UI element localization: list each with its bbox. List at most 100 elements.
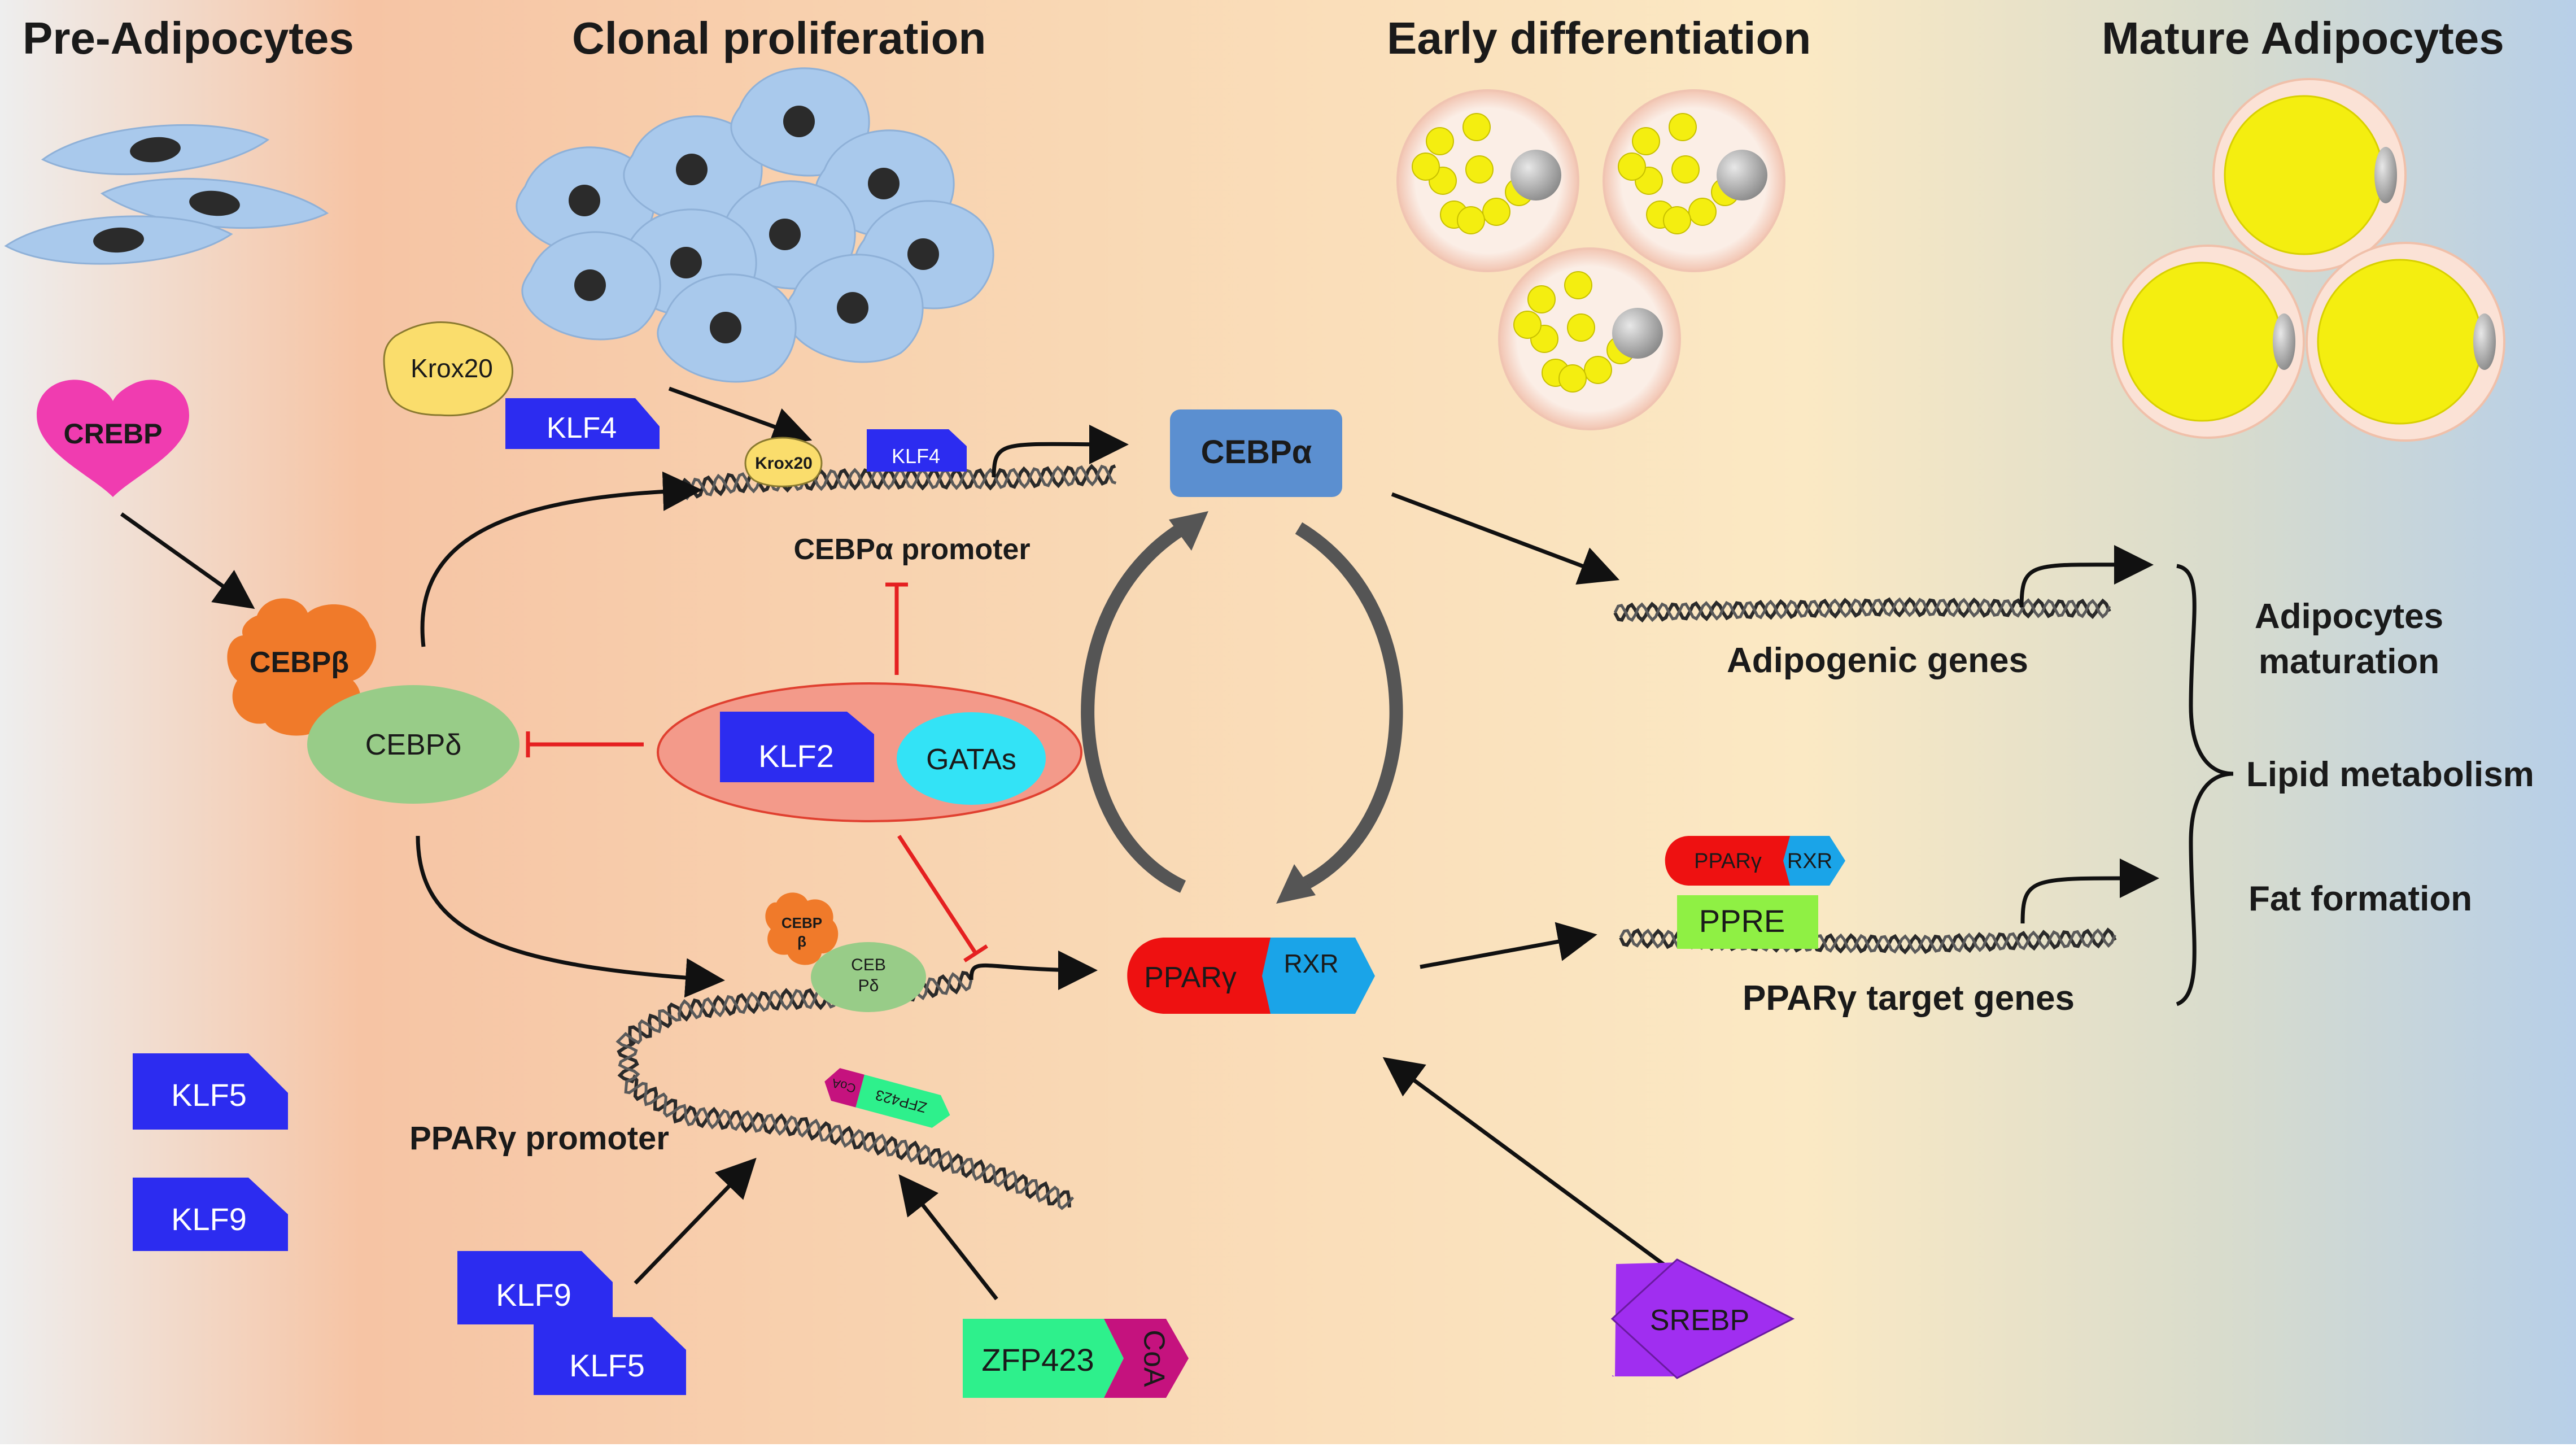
early-differentiation-cell xyxy=(1396,89,1579,272)
ppre-label: PPRE xyxy=(1699,903,1785,939)
srebp-diamond xyxy=(1610,1258,1795,1379)
activation-arrows xyxy=(120,386,2159,1301)
coa-shape xyxy=(1104,1319,1189,1398)
outcome-bracket xyxy=(2176,564,2234,1006)
cycle-arc-right xyxy=(1295,522,1403,893)
klf9-bottom-label: KLF9 xyxy=(496,1277,571,1313)
klf4-bound-label: KLF4 xyxy=(892,444,940,468)
nucleus xyxy=(130,137,181,163)
rxr-label: RXR xyxy=(1283,949,1338,978)
early-differentiation-cell xyxy=(1603,89,1785,272)
nucleus xyxy=(710,312,741,343)
proliferating-cell xyxy=(784,254,924,363)
nucleus xyxy=(2473,313,2496,370)
arrow-cebp-to-ppary-promoter xyxy=(416,835,725,998)
lipid-droplet xyxy=(1663,206,1691,234)
lipid-droplet xyxy=(1457,206,1485,234)
lipid-droplet xyxy=(1558,364,1587,393)
klf2-shape xyxy=(720,712,874,782)
cebpa-promoter-dna xyxy=(667,464,1117,501)
rxr-bound-label: RXR xyxy=(1787,849,1832,873)
lipid-droplet xyxy=(1527,285,1556,313)
proliferating-cell xyxy=(623,115,763,225)
klf2-label: KLF2 xyxy=(758,738,834,774)
nucleus xyxy=(670,247,702,278)
arrow-krox20-klf4-to-promoter xyxy=(668,386,813,446)
arrow-crebp-to-cebpb xyxy=(120,512,255,609)
ppary-bound-shape xyxy=(1665,836,1798,886)
arrow-target-transcription xyxy=(2020,858,2159,924)
pre-adipocyte-cell xyxy=(41,124,270,176)
nucleus xyxy=(2374,147,2397,203)
cebpd-oval xyxy=(307,685,519,804)
nucleus xyxy=(1717,150,1767,201)
klf9-left-node: KLF9 xyxy=(133,1178,288,1251)
mature-adipocyte-cell xyxy=(2212,78,2407,272)
ppary-promoter-binders: CEBP β CEB Pδ xyxy=(765,892,926,1012)
cebpd-small-oval xyxy=(811,942,926,1012)
gatas-oval xyxy=(897,712,1046,805)
nucleus xyxy=(1612,308,1663,359)
lipid-droplet xyxy=(1564,271,1592,299)
ppary-rxr-ppre-complex: PPARγ RXR PPRE xyxy=(1665,836,1845,949)
klf9-bottom-shape xyxy=(457,1251,613,1324)
klf5-left-shape xyxy=(133,1053,288,1130)
cebpb-node: CEBPβ xyxy=(227,598,377,736)
klf5-left-node: KLF5 xyxy=(133,1053,288,1130)
cycle-arc-left xyxy=(1081,522,1187,893)
arrow-klf9-klf5-to-promoter xyxy=(634,1157,757,1285)
mature-adipocyte-cells xyxy=(2111,78,2505,442)
zfp423-coa-node: ZFP423 CoA xyxy=(963,1319,1189,1398)
cebpd-small-label-1: CEB xyxy=(851,956,886,974)
klf4-node: KLF4 xyxy=(505,398,660,449)
outcome-adipocytes-maturation-line2: maturation xyxy=(2259,642,2439,681)
cebpd-node: CEBPδ xyxy=(307,685,519,804)
outcome-fat-formation: Fat formation xyxy=(2248,879,2472,918)
klf5-bottom-shape xyxy=(534,1317,686,1395)
stage-header-pre-adipocytes: Pre-Adipocytes xyxy=(23,13,354,63)
ppary-target-genes-label: PPARγ target genes xyxy=(1743,979,2075,1018)
pre-adipocyte-cells xyxy=(4,124,329,265)
crebp-label: CREBP xyxy=(63,418,162,450)
cebpb-label: CEBPβ xyxy=(250,646,349,679)
lipid-droplet xyxy=(1584,356,1612,384)
proliferating-cell xyxy=(730,67,870,177)
cebpb-small-label-1: CEBP xyxy=(781,914,822,931)
klf5-left-label: KLF5 xyxy=(171,1077,247,1113)
nucleus xyxy=(93,227,144,253)
stage-header-clonal-proliferation: Clonal proliferation xyxy=(572,13,986,63)
zfp423-label: ZFP423 xyxy=(981,1342,1094,1378)
klf2-gatas-complex: KLF2 GATAs xyxy=(657,682,1082,822)
crebp-heart xyxy=(37,380,189,497)
lipid-droplet xyxy=(1412,152,1440,181)
rxr-bound-shape xyxy=(1783,836,1845,886)
nucleus xyxy=(868,168,900,199)
nucleus xyxy=(676,154,708,185)
proliferating-cells xyxy=(516,67,994,383)
cebpa-node: CEBPα xyxy=(1170,409,1342,497)
coa-label: CoA xyxy=(1137,1330,1170,1387)
klf5-bottom-label: KLF5 xyxy=(569,1348,645,1383)
klf9-left-label: KLF9 xyxy=(171,1201,247,1237)
cebpa-promoter-binders: Krox20 KLF4 xyxy=(744,429,967,487)
arrow-ppary-to-target-genes xyxy=(1420,922,1597,969)
klf4-shape xyxy=(505,398,660,449)
zfp423-coa-bound: ZFP423 CoA xyxy=(824,1068,950,1128)
arrow-adipogenic-transcription xyxy=(2019,544,2154,608)
pre-adipocyte-cell xyxy=(4,215,233,265)
ppary-label: PPARγ xyxy=(1144,961,1237,994)
stage-header-mature-adipocytes: Mature Adipocytes xyxy=(2102,13,2504,63)
ppre-box xyxy=(1677,895,1818,949)
feedback-cycle xyxy=(1081,511,1403,904)
srebp-node: SREBP xyxy=(1610,1258,1795,1379)
arrow-ppary-transcription xyxy=(969,950,1098,990)
cebpd-label: CEBPδ xyxy=(365,729,462,761)
lipid-droplet xyxy=(1462,113,1491,141)
nucleus xyxy=(569,185,600,216)
nucleus xyxy=(189,190,240,216)
arrow-srebp-to-ppary xyxy=(1382,1057,1670,1270)
srebp-label: SREBP xyxy=(1650,1304,1749,1337)
cebpb-small-shape xyxy=(765,892,839,965)
